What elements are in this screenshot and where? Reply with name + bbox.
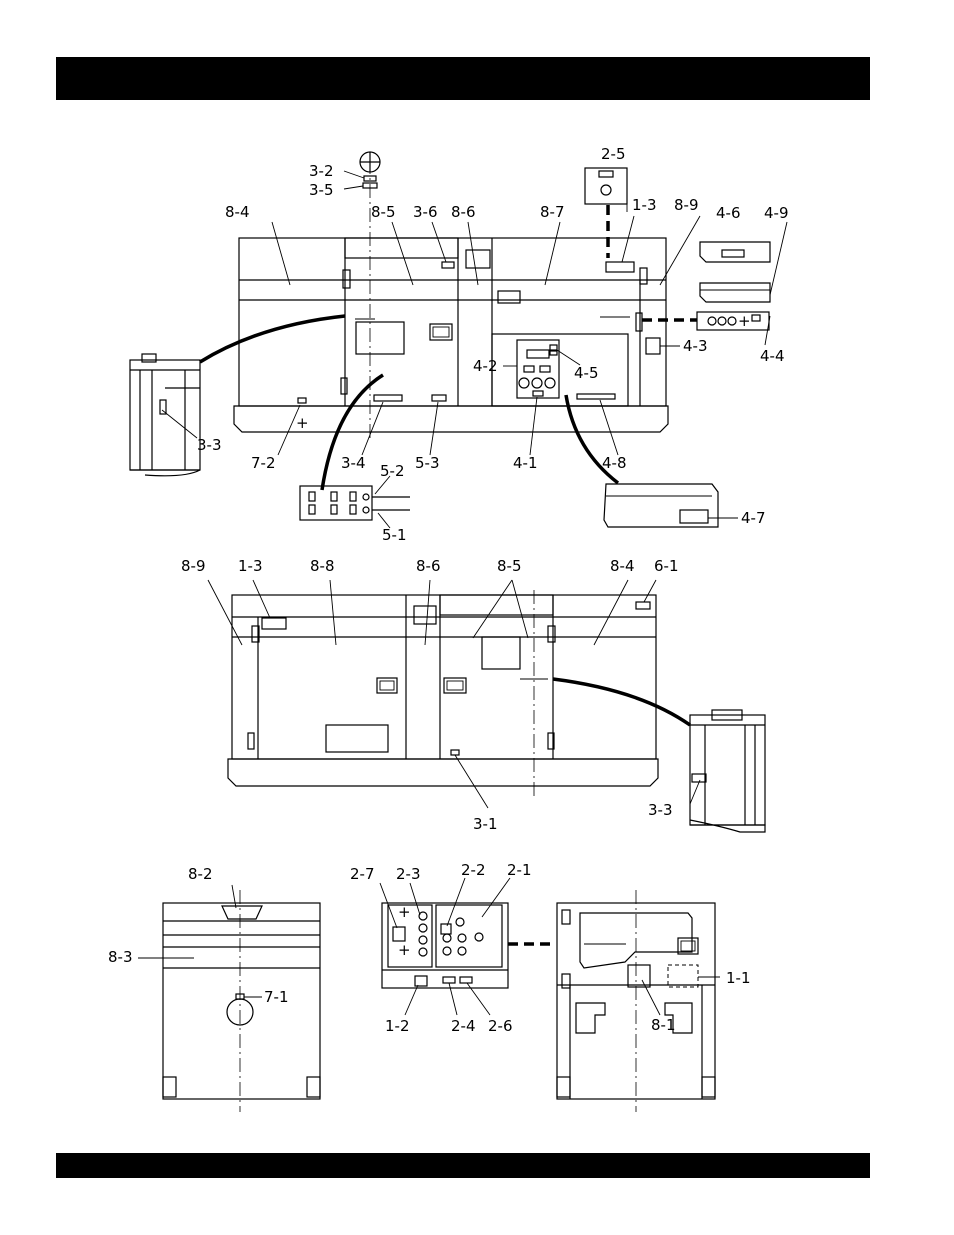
callout-2-3: 2-3 [396, 865, 421, 883]
callout-7-1: 7-1 [264, 988, 289, 1006]
callout-1-3b: 1-3 [238, 557, 263, 575]
generator-rear-view [208, 580, 765, 832]
callout-4-4: 4-4 [760, 347, 785, 365]
callout-4-9: 4-9 [764, 204, 789, 222]
generator-end-view [138, 885, 320, 1112]
callout-3-3b: 3-3 [648, 801, 673, 819]
callout-labels: 3-2 3-5 8-4 8-5 3-6 8-6 8-7 2-5 1-3 8-9 … [108, 145, 789, 1035]
callout-8-6b: 8-6 [416, 557, 441, 575]
callout-8-5: 8-5 [371, 203, 396, 221]
callout-4-2: 4-2 [473, 357, 498, 375]
control-panel-detail: + + [380, 878, 555, 1015]
callout-4-6: 4-6 [716, 204, 741, 222]
callout-5-3: 5-3 [415, 454, 440, 472]
callout-8-1: 8-1 [651, 1016, 676, 1034]
callout-4-3: 4-3 [683, 337, 708, 355]
callout-2-7: 2-7 [350, 865, 375, 883]
callout-2-4: 2-4 [451, 1017, 476, 1035]
callout-2-1: 2-1 [507, 861, 532, 879]
callout-3-5: 3-5 [309, 181, 334, 199]
svg-text:+: + [398, 941, 411, 959]
callout-3-1: 3-1 [473, 815, 498, 833]
callout-6-1: 6-1 [654, 557, 679, 575]
callout-7-2: 7-2 [251, 454, 276, 472]
svg-text:+: + [738, 312, 751, 330]
svg-text:+: + [296, 414, 309, 432]
callout-3-6: 3-6 [413, 203, 438, 221]
callout-2-2: 2-2 [461, 861, 486, 879]
callout-8-9b: 8-9 [181, 557, 206, 575]
callout-8-8: 8-8 [310, 557, 335, 575]
callout-3-3: 3-3 [197, 436, 222, 454]
callout-8-3: 8-3 [108, 948, 133, 966]
callout-1-3: 1-3 [632, 196, 657, 214]
callout-2-5: 2-5 [601, 145, 626, 163]
callout-4-1: 4-1 [513, 454, 538, 472]
callout-8-4b: 8-4 [610, 557, 635, 575]
callout-8-2: 8-2 [188, 865, 213, 883]
callout-8-6: 8-6 [451, 203, 476, 221]
callout-1-1: 1-1 [726, 969, 751, 987]
callout-8-4: 8-4 [225, 203, 250, 221]
callout-2-6: 2-6 [488, 1017, 513, 1035]
callout-8-7: 8-7 [540, 203, 565, 221]
callout-1-2: 1-2 [385, 1017, 410, 1035]
callout-4-8: 4-8 [602, 454, 627, 472]
callout-4-5: 4-5 [574, 364, 599, 382]
generator-open-end-view [557, 890, 720, 1112]
callout-8-5b: 8-5 [497, 557, 522, 575]
callout-5-1: 5-1 [382, 526, 407, 544]
svg-text:+: + [398, 903, 411, 921]
callout-5-2: 5-2 [380, 462, 405, 480]
callout-3-2: 3-2 [309, 162, 334, 180]
callout-8-9: 8-9 [674, 196, 699, 214]
callout-3-4: 3-4 [341, 454, 366, 472]
callout-4-7: 4-7 [741, 509, 766, 527]
